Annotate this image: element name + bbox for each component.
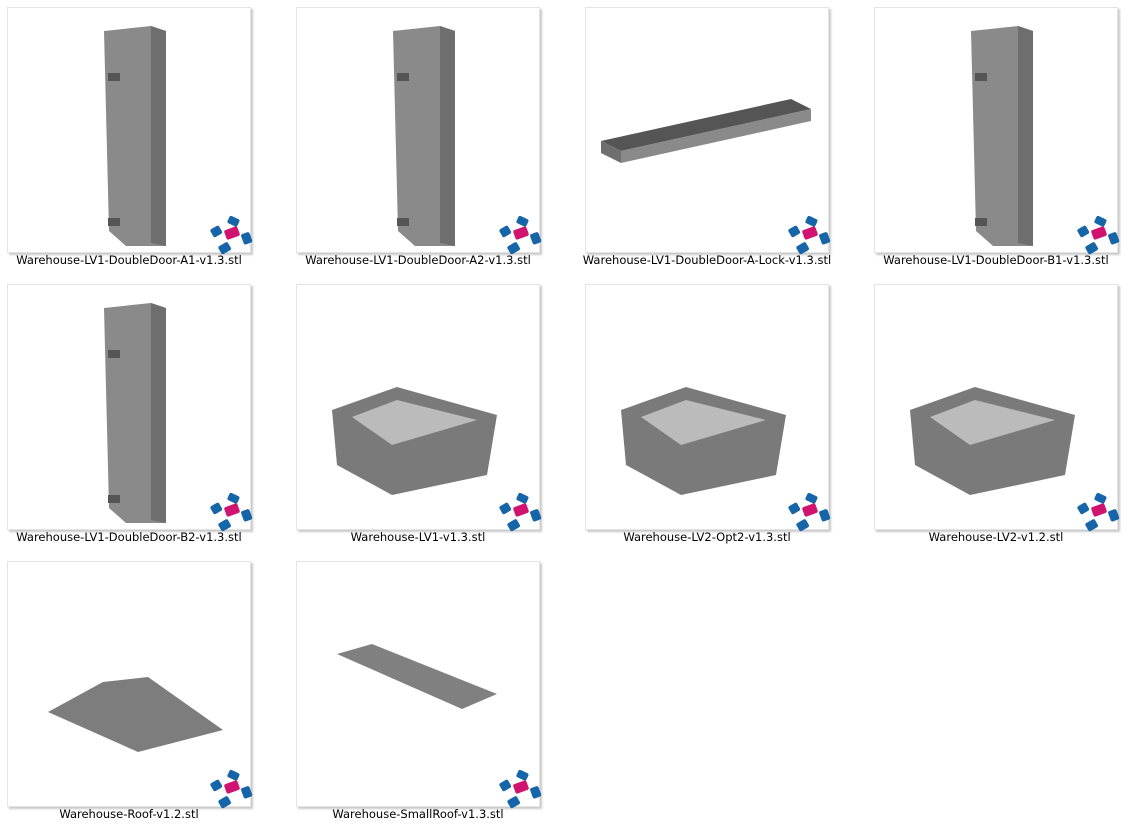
model-preview <box>48 677 223 752</box>
model-preview <box>393 26 455 246</box>
model-preview <box>910 387 1075 495</box>
app-logo-icon <box>499 215 542 255</box>
file-thumbnail[interactable] <box>585 7 831 255</box>
file-name[interactable]: Warehouse-LV1-DoubleDoor-B1-v1.3.stl <box>883 253 1109 267</box>
model-preview <box>621 387 786 495</box>
file-item[interactable]: Warehouse-LV1-DoubleDoor-A1-v1.3.stl <box>0 0 258 276</box>
file-name[interactable]: Warehouse-SmallRoof-v1.3.stl <box>332 807 504 821</box>
file-thumbnail[interactable] <box>874 7 1120 255</box>
model-preview <box>601 99 811 163</box>
file-item[interactable]: Warehouse-LV2-v1.2.stl <box>867 277 1125 553</box>
file-item[interactable]: Warehouse-LV2-Opt2-v1.3.stl <box>578 277 836 553</box>
file-name[interactable]: Warehouse-LV1-DoubleDoor-B2-v1.3.stl <box>16 530 242 544</box>
file-thumbnail[interactable] <box>585 284 831 532</box>
file-thumbnail[interactable] <box>296 7 542 255</box>
app-logo-icon <box>499 492 542 532</box>
model-preview <box>971 26 1033 246</box>
model-preview <box>104 26 166 246</box>
model-preview <box>332 387 497 495</box>
app-logo-icon <box>210 492 253 532</box>
file-thumbnail[interactable] <box>7 561 253 809</box>
file-thumbnail[interactable] <box>296 284 542 532</box>
app-logo-icon <box>1077 492 1120 532</box>
file-item[interactable]: Warehouse-LV1-DoubleDoor-A-Lock-v1.3.stl <box>578 0 836 276</box>
file-thumbnail[interactable] <box>7 284 253 532</box>
file-item[interactable]: Warehouse-LV1-DoubleDoor-B1-v1.3.stl <box>867 0 1125 276</box>
file-item[interactable]: Warehouse-LV1-DoubleDoor-B2-v1.3.stl <box>0 277 258 553</box>
app-logo-icon <box>210 769 253 809</box>
model-preview <box>104 303 166 523</box>
file-name[interactable]: Warehouse-LV2-Opt2-v1.3.stl <box>623 530 791 544</box>
file-thumbnail[interactable] <box>874 284 1120 532</box>
file-name[interactable]: Warehouse-LV1-DoubleDoor-A1-v1.3.stl <box>16 253 242 267</box>
model-preview <box>337 644 497 709</box>
app-logo-icon <box>1077 215 1120 255</box>
file-item[interactable]: Warehouse-LV1-DoubleDoor-A2-v1.3.stl <box>289 0 547 276</box>
app-logo-icon <box>499 769 542 809</box>
app-logo-icon <box>788 215 831 255</box>
app-logo-icon <box>788 492 831 532</box>
file-item[interactable]: Warehouse-Roof-v1.2.stl <box>0 554 258 830</box>
file-name[interactable]: Warehouse-LV2-v1.2.stl <box>928 530 1064 544</box>
file-name[interactable]: Warehouse-LV1-DoubleDoor-A2-v1.3.stl <box>305 253 531 267</box>
file-item[interactable]: Warehouse-SmallRoof-v1.3.stl <box>289 554 547 830</box>
file-name[interactable]: Warehouse-Roof-v1.2.stl <box>59 807 199 821</box>
file-thumbnail[interactable] <box>296 561 542 809</box>
file-name[interactable]: Warehouse-LV1-v1.3.stl <box>350 530 486 544</box>
file-item[interactable]: Warehouse-LV1-v1.3.stl <box>289 277 547 553</box>
file-name[interactable]: Warehouse-LV1-DoubleDoor-A-Lock-v1.3.stl <box>582 253 832 267</box>
file-thumbnail[interactable] <box>7 7 253 255</box>
app-logo-icon <box>210 215 253 255</box>
